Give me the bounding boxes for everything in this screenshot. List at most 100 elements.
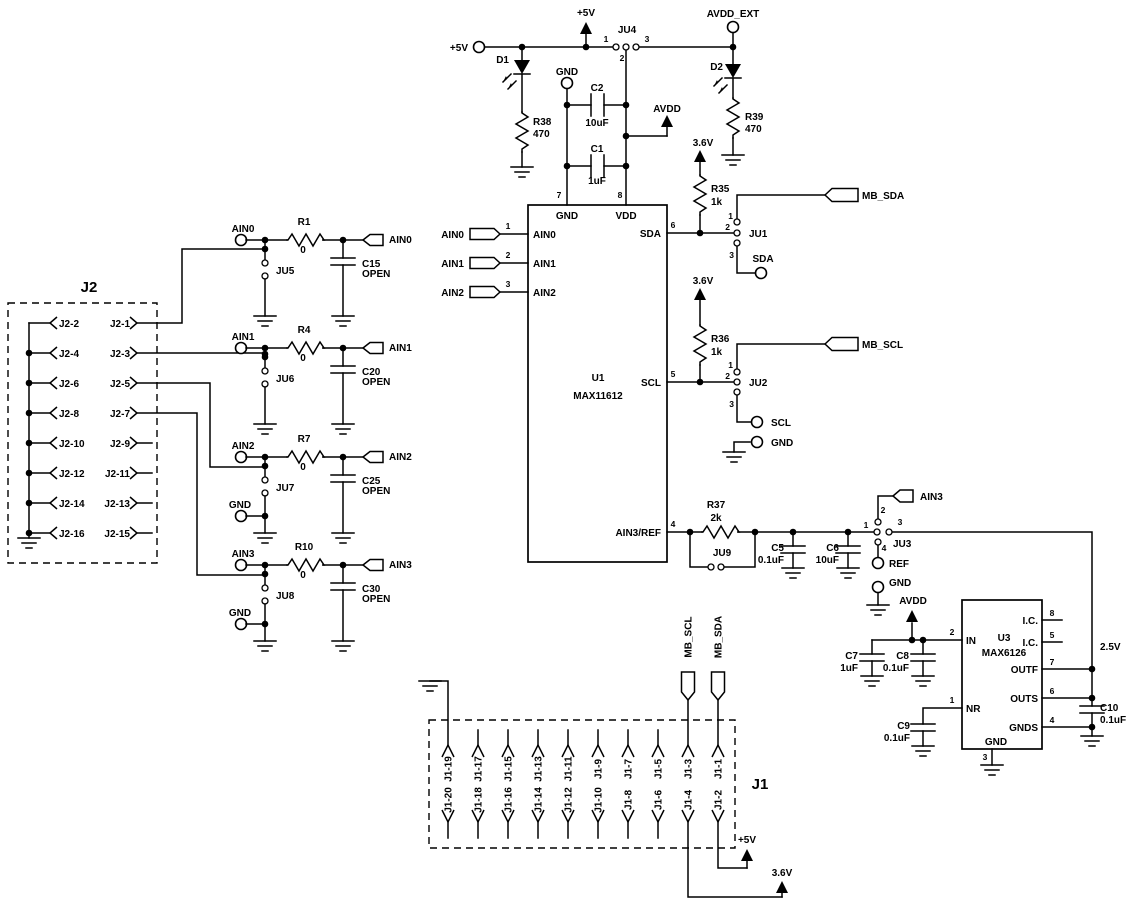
connector-pin-arrow: [129, 406, 139, 420]
connector-pin-arrow: [48, 526, 58, 540]
connector-pin-arrow: [48, 466, 58, 480]
label-ref: JU2: [749, 378, 768, 389]
connector-pin-arrow: [531, 743, 545, 758]
label-ain3_ref: AIN3/REF: [615, 528, 661, 539]
label-value: 0.1uF: [758, 555, 784, 566]
label-ref: C5: [771, 543, 784, 554]
connector-pin-arrow: [129, 466, 139, 480]
junction-dot: [1088, 694, 1096, 702]
led-light-arrow: [719, 87, 723, 93]
label-v25: 2.5V: [1100, 642, 1121, 653]
junction-dot: [686, 528, 694, 536]
connector-pin-arrow: [621, 809, 635, 824]
connector-pin-arrow: [651, 809, 665, 824]
junction-dot: [25, 409, 33, 417]
power-arrow: [580, 22, 592, 34]
connector-pin-arrow: [129, 526, 139, 540]
terminal-circle: [750, 435, 764, 449]
label-value: 0.1uF: [883, 663, 909, 674]
jumper-pin: [733, 378, 741, 386]
connector-pin-arrow: [48, 376, 58, 390]
connector-pin-arrow: [561, 743, 575, 758]
label-value: 1uF: [840, 663, 858, 674]
label-3: J1-13: [534, 756, 545, 782]
label-ain1: AIN1: [232, 332, 255, 343]
junction-dot: [696, 229, 704, 237]
junction-dot: [25, 439, 33, 447]
label-6: J1-8: [624, 790, 635, 810]
net-flag-mb_scl: [680, 671, 696, 702]
wire: [136, 382, 266, 468]
label-3: J2-7: [110, 409, 130, 420]
label-value: 10uF: [585, 118, 608, 129]
junction-dot: [696, 378, 704, 386]
label-n7: 7: [1050, 657, 1055, 667]
led-light-arrow: [503, 76, 507, 82]
junction-dot: [518, 43, 526, 51]
connector-pin-arrow: [681, 743, 695, 758]
label-mb_scl: MB_SCL: [684, 616, 695, 657]
label-ref: JU3: [893, 539, 912, 550]
label-gnd: GND: [229, 608, 251, 619]
wire: [687, 821, 783, 898]
label-ref: R7: [298, 434, 311, 445]
resistor-R4: [286, 340, 326, 356]
junction-dot: [1088, 665, 1096, 673]
power-arrow: [694, 150, 706, 162]
label-n8: 8: [1050, 608, 1055, 618]
wire: [736, 246, 756, 274]
wire: [736, 194, 826, 219]
jumper-pin: [261, 380, 269, 388]
jumper-pin: [733, 218, 741, 226]
junction-dot: [261, 620, 269, 628]
net-flag-ain3: [361, 558, 384, 572]
terminal-circle: [234, 341, 248, 355]
resistor-R38: [514, 111, 530, 153]
junction-dot: [261, 512, 269, 520]
label-ain3: AIN3: [920, 492, 943, 503]
label-n1: 1: [728, 360, 733, 370]
label-ref: U1: [592, 373, 605, 384]
label-value: OPEN: [362, 269, 390, 280]
label-ref: JU7: [276, 483, 295, 494]
connector-pin-arrow: [48, 496, 58, 510]
jumper-pin: [733, 388, 741, 396]
junction-dot: [563, 101, 571, 109]
label-ain0: AIN0: [232, 224, 255, 235]
label-avdd: AVDD: [899, 596, 927, 607]
connector-pin-arrow: [471, 743, 485, 758]
label-9: J1-1: [714, 759, 725, 779]
label-nr: NR: [966, 704, 981, 715]
label-value: 470: [533, 129, 550, 140]
label-ref: R10: [295, 542, 314, 553]
label-ref: C8: [896, 651, 909, 662]
connector-pin-arrow: [48, 436, 58, 450]
label-n1: 1: [864, 520, 869, 530]
label-n4: 4: [671, 519, 676, 529]
label-3: J1-14: [534, 787, 545, 813]
label-ref: JU5: [276, 266, 295, 277]
connector-pin-arrow: [129, 496, 139, 510]
label-outs: OUTS: [1010, 694, 1038, 705]
label-1: J1-17: [474, 756, 485, 782]
label-ref: C7: [845, 651, 858, 662]
jumper-pin: [261, 259, 269, 267]
label-gnds: GNDS: [1009, 723, 1038, 734]
label-0: J1-19: [444, 756, 455, 782]
label-ref: R4: [298, 325, 311, 336]
label-ref: REF: [889, 559, 909, 570]
label-ref: JU6: [276, 374, 295, 385]
label-ain0: AIN0: [533, 230, 556, 241]
resistor-R10: [286, 557, 326, 573]
wire: [877, 495, 894, 519]
label-ain1: AIN1: [533, 259, 556, 270]
net-flag-ain0: [469, 227, 502, 241]
label-n1: 1: [728, 211, 733, 221]
label-n4: 4: [1050, 715, 1055, 725]
junction-dot: [25, 469, 33, 477]
label-ain2: AIN2: [389, 452, 412, 463]
label-ain2: AIN2: [232, 441, 255, 452]
label-2: J2-5: [110, 379, 130, 390]
label-value: 2k: [710, 513, 722, 524]
